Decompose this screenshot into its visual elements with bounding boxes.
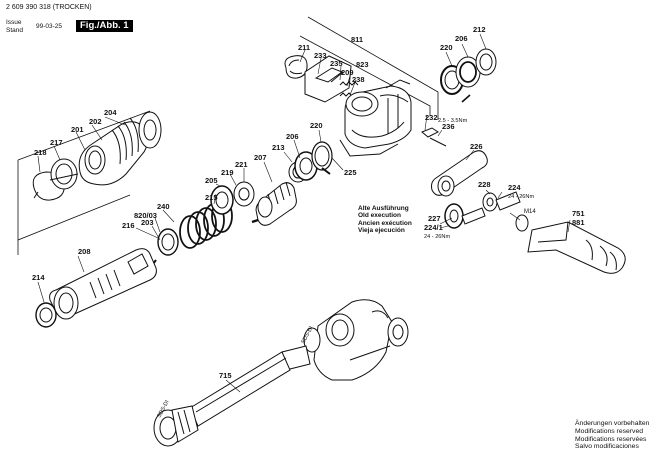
label-218: 218 bbox=[34, 148, 47, 157]
label-219: 219 bbox=[221, 168, 234, 177]
label-213: 213 bbox=[272, 143, 285, 152]
label-228: 228 bbox=[478, 180, 491, 189]
label-881: 881 bbox=[572, 218, 585, 227]
label-220-mid: 220 bbox=[310, 121, 323, 130]
label-232: 232 bbox=[425, 113, 438, 122]
label-201: 201 bbox=[71, 125, 84, 134]
label-240: 240 bbox=[157, 202, 170, 211]
part-labels: 811 211 233 235 209 823 238 220 206 212 … bbox=[32, 25, 585, 380]
figure-badge: Fig./Abb. 1 bbox=[76, 20, 133, 32]
disclaimer-fr: Modifications reservées bbox=[575, 435, 647, 443]
disclaimer-de: Änderungen vorbehalten bbox=[575, 420, 650, 427]
drive-group bbox=[149, 141, 333, 269]
label-202: 202 bbox=[89, 117, 102, 126]
disclaimer-en: Modifications reserved bbox=[575, 427, 643, 435]
label-235: 235 bbox=[330, 59, 343, 68]
label-205: 205 bbox=[205, 176, 218, 185]
label-715: 715 bbox=[219, 371, 232, 380]
issue-date: 99-03-25 bbox=[36, 23, 63, 30]
chuck-group bbox=[32, 111, 162, 201]
old-execution-legend: Alte Ausführung Old execution Ancien exé… bbox=[358, 205, 412, 235]
label-212: 212 bbox=[473, 25, 486, 34]
label-214: 214 bbox=[32, 273, 45, 282]
label-221: 221 bbox=[235, 160, 248, 169]
label-823: 823 bbox=[356, 60, 369, 69]
disclaimer-es: Salvo modificaciones bbox=[575, 443, 639, 451]
document-number: 2 609 390 318 (TROCKEN) bbox=[6, 4, 92, 11]
label-224-1: 224/1 bbox=[424, 223, 443, 232]
label-811: 811 bbox=[351, 35, 363, 44]
spindle-group bbox=[35, 248, 157, 328]
label-220-top: 220 bbox=[440, 43, 453, 52]
legend-de: Alte Ausführung bbox=[358, 205, 409, 212]
legend-fr: Ancien exécution bbox=[358, 219, 412, 227]
thread-m14: M14 bbox=[524, 209, 536, 215]
label-238: 238 bbox=[352, 75, 365, 84]
label-206-top: 206 bbox=[455, 34, 468, 43]
auxiliary-handle-group bbox=[444, 191, 626, 274]
legend-en: Old execution bbox=[358, 212, 401, 220]
label-216: 216 bbox=[122, 221, 135, 230]
label-227: 227 bbox=[428, 214, 441, 223]
modifications-disclaimer: Änderungen vorbehalten Modifications res… bbox=[575, 420, 649, 451]
label-820-03: 820/03 bbox=[134, 211, 157, 220]
stand-label: Stand bbox=[6, 27, 23, 34]
label-211: 211 bbox=[298, 43, 310, 52]
leader-lines bbox=[37, 33, 571, 393]
label-208: 208 bbox=[78, 247, 91, 256]
label-217: 217 bbox=[50, 138, 63, 147]
label-225: 225 bbox=[344, 168, 357, 177]
label-226: 226 bbox=[470, 142, 483, 151]
label-751: 751 bbox=[572, 209, 585, 218]
group-frame-lines bbox=[17, 16, 439, 255]
torque-232: 2.5 - 3.5Nm bbox=[438, 118, 468, 124]
label-209: 209 bbox=[341, 68, 354, 77]
label-207: 207 bbox=[254, 153, 267, 162]
label-203: 203 bbox=[141, 218, 154, 227]
label-224: 224 bbox=[508, 183, 521, 192]
label-215: 215 bbox=[205, 193, 218, 202]
torque-224: 24 - 26Nm bbox=[508, 194, 534, 200]
issue-label: Issue bbox=[6, 19, 22, 26]
label-206-mid: 206 bbox=[286, 132, 299, 141]
old-execution-drawing bbox=[153, 299, 409, 447]
gear-housing-assembly bbox=[284, 48, 497, 197]
label-204: 204 bbox=[104, 108, 117, 117]
legend-es: Vieja ejecución bbox=[358, 227, 405, 235]
label-233: 233 bbox=[314, 51, 327, 60]
torque-224-1: 24 - 26Nm bbox=[424, 234, 450, 240]
label-236: 236 bbox=[442, 122, 455, 131]
